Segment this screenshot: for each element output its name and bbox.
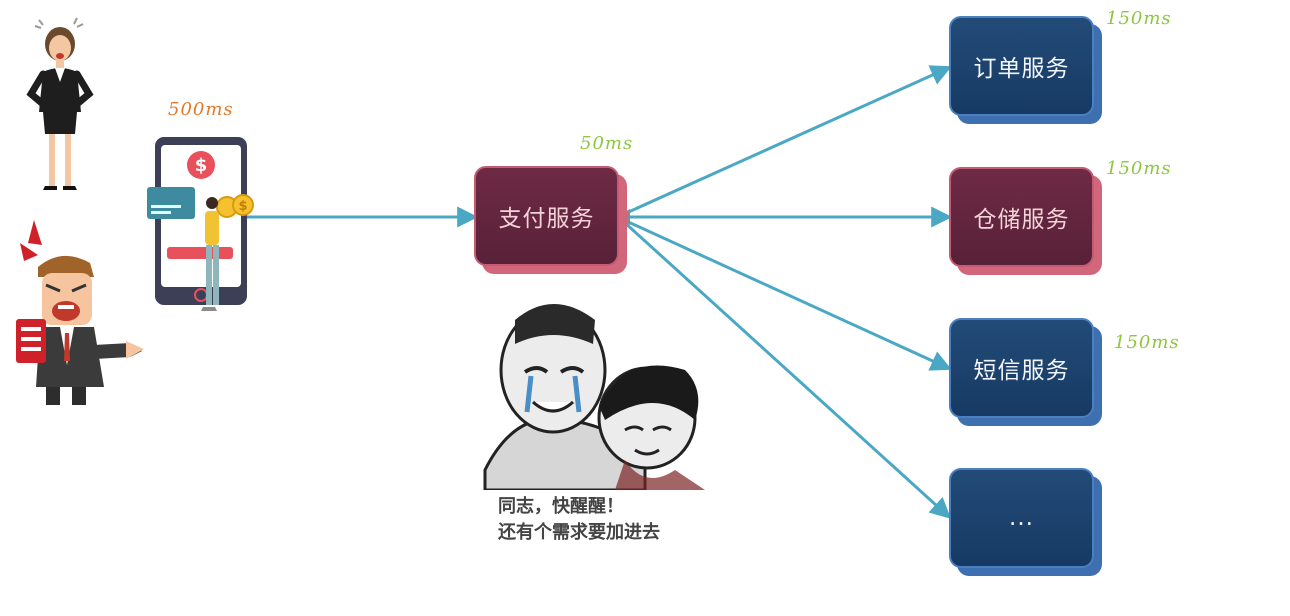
storage-timing-label: 150ms [1106, 158, 1172, 179]
meme-caption-line2: 还有个需求要加进去 [498, 522, 660, 543]
mobile-payment-icon: $ $ [147, 137, 254, 311]
order-timing-label: 150ms [1106, 8, 1172, 29]
arrow-payment-to-more [622, 220, 952, 519]
sms-timing-label: 150ms [1114, 332, 1180, 353]
angry-businesswoman-icon [26, 17, 94, 190]
sms-service-node[interactable]: 短信服务 [949, 318, 1102, 426]
sms-service-label: 短信服务 [949, 318, 1094, 418]
order-service-node[interactable]: 订单服务 [949, 16, 1102, 124]
payment-service-label: 支付服务 [474, 166, 619, 266]
more-services-node[interactable]: ... [949, 468, 1102, 576]
arrow-payment-to-order [623, 65, 952, 216]
meme-caption: 同志，快醒醒！ 还有个需求要加进去 [498, 494, 660, 546]
meme-caption-line1: 同志，快醒醒！ [498, 496, 624, 517]
payment-service-node[interactable]: 支付服务 [474, 166, 627, 274]
storage-service-node[interactable]: 仓储服务 [949, 167, 1102, 275]
client-timing-label: 500ms [168, 99, 234, 120]
svg-text:$: $ [195, 155, 208, 176]
more-services-label: ... [949, 468, 1094, 568]
svg-text:$: $ [238, 199, 247, 214]
payment-timing-label: 50ms [580, 133, 634, 154]
crying-meme-icon [483, 304, 705, 490]
storage-service-label: 仓储服务 [949, 167, 1094, 267]
arrow-payment-to-sms [623, 218, 952, 371]
order-service-label: 订单服务 [949, 16, 1094, 116]
shouting-businessman-icon [16, 220, 144, 405]
